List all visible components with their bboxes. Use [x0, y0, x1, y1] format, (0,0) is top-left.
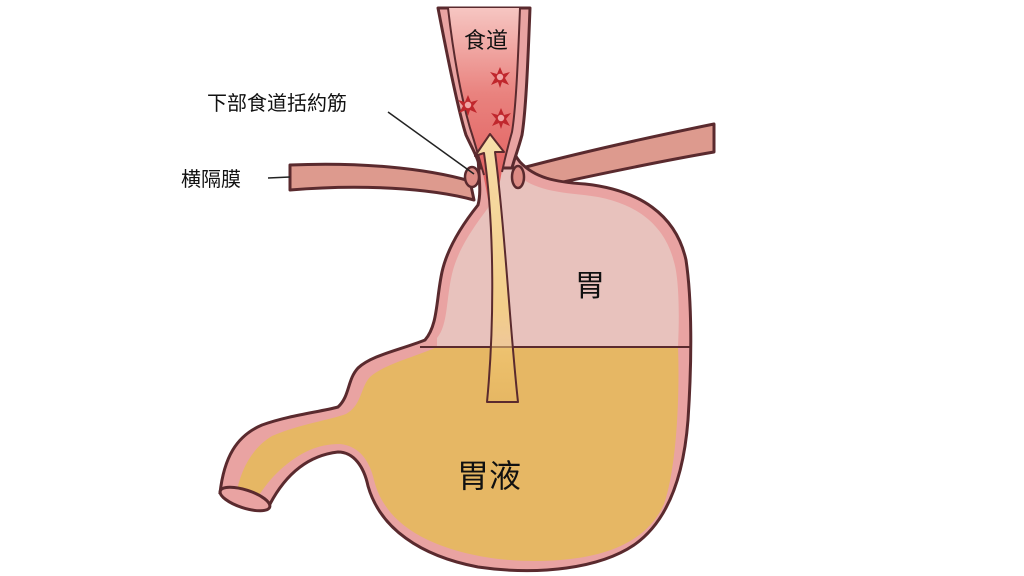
irritation-spot-icon	[490, 67, 510, 88]
diaphragm-right	[520, 122, 716, 192]
reflux-arrow	[474, 133, 519, 403]
label-les: 下部食道括約筋	[207, 91, 347, 115]
label-stomach: 胃	[575, 269, 605, 304]
gastric-juice-region	[236, 347, 679, 562]
label-diaphragm: 横隔膜	[181, 167, 241, 191]
label-gastric-juice: 胃液	[457, 457, 521, 495]
label-esophagus: 食道	[464, 29, 508, 54]
leader-lines	[267, 111, 475, 179]
lower-esophageal-sphincter	[463, 164, 526, 190]
stomach	[218, 136, 693, 573]
irritation-spots	[458, 67, 511, 129]
pylorus-opening	[218, 485, 272, 513]
irritation-spot-icon	[491, 108, 511, 129]
irritation-spot-icon	[458, 95, 478, 116]
diaphragm-left	[288, 162, 476, 202]
